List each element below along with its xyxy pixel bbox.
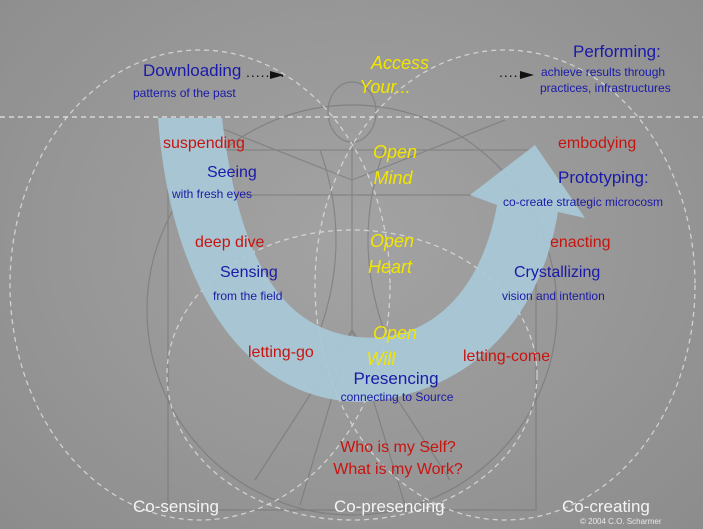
presencing-subtitle: connecting to Source [340,390,454,404]
performing-subtitle-2: practices, infrastructures [540,81,671,95]
sensing-title: Sensing [220,264,278,281]
deep-dive-label: deep dive [195,234,265,251]
embodying-label: embodying [558,135,637,152]
downloading-subtitle: patterns of the past [133,86,236,100]
open-will-line1: Open [372,323,418,343]
access-label-line1: Access [370,53,430,73]
crystallizing-subtitle: vision and intention [502,289,605,303]
performing-arrow-dots: ..... [499,64,524,80]
downloading-title: Downloading [143,61,242,80]
access-label-line2: Your... [359,77,411,97]
letting-come-label: letting-come [463,348,551,365]
suspending-label: suspending [163,135,245,152]
copyright-notice: © 2004 C.O. Scharmer [580,517,662,526]
co-presencing-label: Co-presencing [334,497,445,516]
open-will-line2: Will [366,349,396,369]
letting-go-label: letting-go [248,344,314,361]
u-arrow [158,118,585,402]
prototyping-subtitle: co-create strategic microcosm [503,195,664,209]
performing-subtitle-1: achieve results through [541,65,666,79]
crystallizing-title: Crystallizing [514,264,601,281]
prototyping-title: Prototyping: [558,168,649,187]
presencing-title: Presencing [353,369,439,388]
arrow-head-right [520,71,534,79]
seeing-subtitle: with fresh eyes [172,187,253,201]
question-self: Who is my Self? [340,439,456,456]
performing-title: Performing: [573,42,661,61]
open-heart-line2: Heart [367,257,413,277]
open-mind-line1: Open [372,142,418,162]
co-creating-label: Co-creating [562,497,650,516]
open-mind-line2: Mind [373,168,413,188]
arrow-head-left [270,71,284,79]
open-heart-line1: Open [369,231,415,251]
question-work: What is my Work? [333,461,463,478]
dashed-circles [9,49,696,521]
enacting-label: enacting [550,234,611,251]
sensing-subtitle: from the field [213,289,283,303]
downloading-arrow-dots: ........ [246,64,286,80]
seeing-title: Seeing [207,164,257,181]
co-sensing-label: Co-sensing [133,497,219,516]
